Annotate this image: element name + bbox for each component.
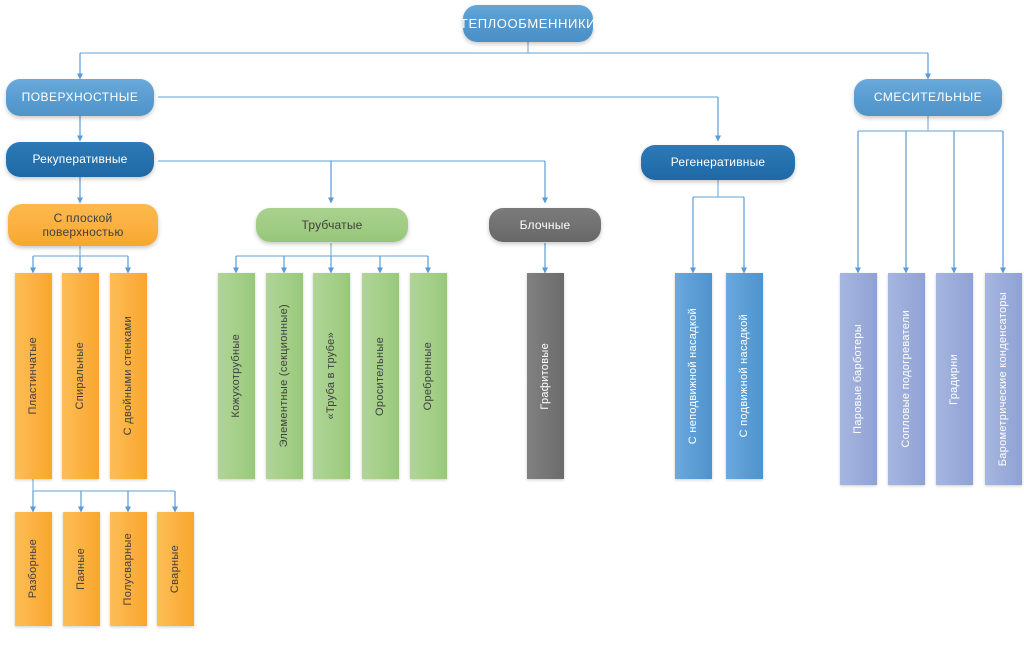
bar-cooling-tower[interactable]: Градирни — [936, 273, 973, 485]
bar-label: С неподвижной насадкой — [687, 307, 699, 445]
node-tubular[interactable]: Трубчатые — [256, 208, 408, 242]
bar-graphite[interactable]: Графитовые — [527, 273, 564, 479]
bar-double-wall[interactable]: С двойными стенками — [110, 273, 147, 479]
node-block[interactable]: Блочные — [489, 208, 601, 242]
bar-spiral[interactable]: Спиральные — [62, 273, 99, 479]
bar-label: Кожухотрубные — [230, 334, 242, 418]
bar-shell-and-tube[interactable]: Кожухотрубные — [218, 273, 255, 479]
bar-tube-in-tube[interactable]: «Труба в трубе» — [313, 273, 350, 479]
bar-label: Графитовые — [539, 342, 551, 410]
bar-label: Барометрические конденсаторы — [997, 291, 1009, 467]
bar-demountable[interactable]: Разборные — [15, 512, 52, 626]
bar-brazed[interactable]: Паяные — [63, 512, 100, 626]
bar-label: Разборные — [27, 539, 39, 599]
bar-steam-bubbler[interactable]: Паровые барботеры — [840, 273, 877, 485]
bar-label: Спиральные — [74, 342, 86, 410]
bar-label: Сопловые подогреватели — [900, 310, 912, 448]
node-regenerative[interactable]: Регенеративные — [641, 145, 795, 180]
bar-plate[interactable]: Пластинчатые — [15, 273, 52, 479]
bar-label: Полусварные — [122, 532, 134, 606]
bar-finned[interactable]: Оребренные — [410, 273, 447, 479]
node-recuperative[interactable]: Рекуперативные — [6, 142, 154, 177]
bar-label: С подвижной насадкой — [738, 314, 750, 438]
node-mixing[interactable]: СМЕСИТЕЛЬНЫЕ — [854, 79, 1002, 116]
node-flat-surface[interactable]: С плоской поверхностью — [8, 204, 158, 246]
bar-fixed-packing[interactable]: С неподвижной насадкой — [675, 273, 712, 479]
bar-element-sectional[interactable]: Элементные (секционные) — [266, 273, 303, 479]
bar-welded[interactable]: Сварные — [157, 512, 194, 626]
bar-semi-welded[interactable]: Полусварные — [110, 512, 147, 626]
bar-irrigation[interactable]: Оросительные — [362, 273, 399, 479]
bar-label: «Труба в трубе» — [325, 332, 337, 420]
bar-label: С двойными стенками — [122, 316, 134, 436]
bar-nozzle-heater[interactable]: Сопловые подогреватели — [888, 273, 925, 485]
bar-label: Градирни — [948, 353, 960, 405]
bar-label: Оребренные — [422, 341, 434, 411]
node-surface[interactable]: ПОВЕРХНОСТНЫЕ — [6, 79, 154, 116]
bar-barometric-condenser[interactable]: Барометрические конденсаторы — [985, 273, 1022, 485]
bar-label: Паяные — [75, 548, 87, 590]
bar-label: Паровые барботеры — [852, 324, 864, 434]
bar-label: Сварные — [169, 544, 181, 594]
node-root[interactable]: ТЕПЛООБМЕННИКИ — [460, 5, 595, 42]
bar-moving-packing[interactable]: С подвижной насадкой — [726, 273, 763, 479]
bar-label: Пластинчатые — [27, 337, 39, 415]
bar-label: Элементные (секционные) — [278, 304, 290, 448]
bar-label: Оросительные — [374, 336, 386, 416]
